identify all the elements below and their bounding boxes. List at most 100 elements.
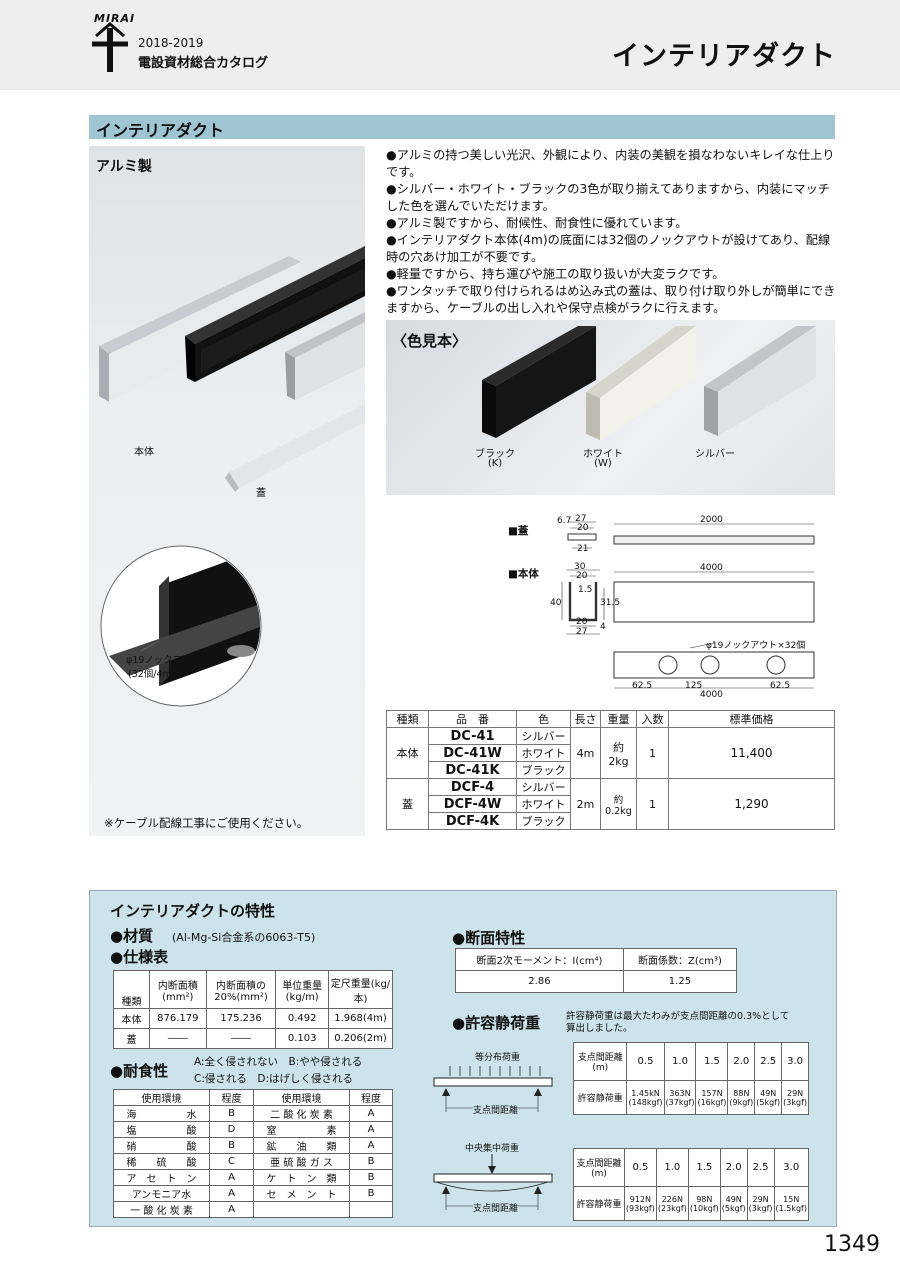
col-degree: 程度 bbox=[349, 1089, 393, 1106]
table-row: 2.86 1.25 bbox=[455, 970, 738, 993]
table-row: DC-41W ホワイト bbox=[387, 744, 835, 762]
load-header: 許容静荷重 bbox=[572, 1080, 628, 1115]
color-sample-title: 〈色見本〉 bbox=[392, 332, 468, 350]
cell: A bbox=[349, 1121, 393, 1138]
table-row: DCF-4W ホワイト bbox=[387, 795, 835, 813]
cell-color: シルバー bbox=[516, 778, 571, 796]
load-cell: 29N(3kgf) bbox=[746, 1186, 775, 1221]
cell-qty: 1 bbox=[636, 778, 669, 830]
cell: ケ ト ン 類 bbox=[253, 1169, 350, 1186]
dim-body-w4: 27 bbox=[576, 627, 588, 637]
load-header: 許容静荷重 bbox=[573, 1186, 625, 1221]
cell: 0.206(2m) bbox=[327, 1028, 394, 1049]
col-part-no: 品 番 bbox=[428, 710, 517, 728]
price-table: 種類 品 番 色 長さ 重量 入数 標準価格 本体 DC-41 シルバー 4m … bbox=[386, 710, 835, 830]
catalog-year: 2018-2019 bbox=[138, 36, 204, 50]
cell: 1.25 bbox=[622, 970, 738, 993]
cell-weight: 約0.2kg bbox=[600, 778, 637, 830]
cell bbox=[349, 1201, 393, 1218]
col-inner-area: 内断面積(mm²) bbox=[149, 970, 207, 1009]
span-label: 支点間距離 bbox=[473, 1201, 519, 1214]
load-heading: ●許容静荷重 bbox=[452, 1014, 541, 1032]
cell: アンモニア水 bbox=[113, 1185, 210, 1202]
cell-part-no: DC-41K bbox=[428, 761, 517, 779]
cell-price: 1,290 bbox=[668, 778, 835, 830]
dim-lid-w1: 27 bbox=[575, 514, 587, 524]
cell-kind: 本体 bbox=[386, 727, 429, 779]
col-standard-weight: 定尺重量(kg/本) bbox=[327, 970, 394, 1009]
col-env: 使用環境 bbox=[253, 1089, 350, 1106]
load-value: 29N bbox=[786, 1088, 804, 1098]
sample-white-label: ホワイト bbox=[583, 449, 623, 460]
load-cell: 226N(23kgf) bbox=[655, 1186, 689, 1221]
feature-bullet: ●アルミ製ですから、耐候性、耐食性に優れています。 bbox=[386, 216, 688, 230]
cell-part-no: DCF-4W bbox=[428, 795, 517, 813]
load-value: 49N bbox=[760, 1088, 777, 1098]
cell: 1.968(4m) bbox=[327, 1008, 394, 1029]
table-row: 蓋 ―― ―― 0.103 0.206(2m) bbox=[113, 1028, 394, 1049]
load-value: 363N bbox=[669, 1088, 691, 1098]
section-title: インテリアダクト bbox=[96, 121, 225, 140]
cell: 0.103 bbox=[275, 1028, 329, 1049]
material-heading: ●材質 bbox=[110, 927, 154, 945]
dim-body-w3: 20 bbox=[576, 617, 588, 627]
center-load-label: 中央集中荷重 bbox=[465, 1144, 520, 1154]
load-cell: 15N(1.5kgf) bbox=[773, 1186, 809, 1221]
cell: A bbox=[209, 1169, 254, 1186]
span-cell: 3.0 bbox=[781, 1042, 809, 1081]
cell-color: ブラック bbox=[516, 761, 571, 779]
cell: 鉱 油 類 bbox=[253, 1137, 350, 1154]
load-cell: 49N(5kgf) bbox=[719, 1186, 748, 1221]
span-cell: 2.0 bbox=[727, 1042, 756, 1081]
feature-bullet: ●インテリアダクト本体(4m)の底面には32個のノックアウトが設けてあり、配線時… bbox=[386, 233, 831, 264]
load-cell: 29N(3kgf) bbox=[781, 1080, 809, 1115]
section-props-table: 断面2次モーメント：I(cm⁴) 断面係数：Z(cm³) 2.86 1.25 bbox=[455, 948, 738, 993]
col-qty: 入数 bbox=[636, 710, 669, 728]
load-value-kgf: (5kgf) bbox=[756, 1097, 781, 1107]
load-value-kgf: (3kgf) bbox=[783, 1097, 807, 1107]
sample-black-code: (K) bbox=[487, 458, 503, 469]
cell: 塩 酸 bbox=[113, 1121, 210, 1138]
cell: 蓋 bbox=[113, 1028, 150, 1049]
dim-pitch: 125 bbox=[685, 681, 703, 691]
mirai-logo-icon bbox=[92, 22, 128, 72]
load-value-kgf: (10kgf) bbox=[689, 1203, 719, 1213]
col-price: 標準価格 bbox=[668, 710, 835, 728]
body-drawing-label: ■本体 bbox=[508, 568, 539, 580]
cell: 海 水 bbox=[113, 1105, 210, 1122]
corrosion-legend: A:全く侵されない B:やや侵される bbox=[194, 1056, 363, 1068]
dim-body-w2: 20 bbox=[576, 571, 588, 581]
load-value: 88N bbox=[733, 1088, 750, 1098]
load-value: 157N bbox=[701, 1088, 723, 1098]
dim-body-bottom: 4 bbox=[600, 622, 606, 632]
page-header bbox=[0, 0, 900, 90]
span-label: 支点間距離 bbox=[473, 1103, 519, 1116]
dim-body-h2: 31.5 bbox=[600, 598, 621, 608]
cell-price: 11,400 bbox=[668, 727, 835, 779]
table-header-row: 使用環境 程度 使用環境 程度 bbox=[113, 1089, 393, 1106]
cell: B bbox=[209, 1105, 254, 1122]
material-label: アルミ製 bbox=[96, 159, 152, 175]
cell: ―― bbox=[205, 1028, 277, 1049]
color-sample-photo bbox=[482, 326, 816, 440]
table-row: 本体 876.179 175.236 0.492 1.968(4m) bbox=[113, 1008, 394, 1029]
load-value-kgf: (23kgf) bbox=[657, 1203, 687, 1213]
dim-lid-w3: 21 bbox=[577, 544, 589, 554]
table-row: 蓋 DCF-4 シルバー 2m 約0.2kg 1 1,290 bbox=[386, 778, 835, 830]
load-value-kgf: (93kgf) bbox=[625, 1203, 655, 1213]
load-cell: 912N(93kgf) bbox=[623, 1186, 657, 1221]
load-value: 912N bbox=[629, 1194, 652, 1204]
cell-qty: 1 bbox=[636, 727, 669, 779]
dimension-drawing bbox=[561, 521, 815, 689]
cell: A bbox=[209, 1185, 254, 1202]
cell-part-no: DC-41W bbox=[428, 744, 517, 762]
cell: A bbox=[209, 1201, 254, 1218]
cell-color: シルバー bbox=[516, 727, 571, 745]
cell: セ メ ン ト bbox=[253, 1185, 350, 1202]
cell-color: ホワイト bbox=[516, 744, 571, 762]
span-cell: 2.5 bbox=[754, 1042, 783, 1081]
feature-bullet: ●アルミの持つ美しい光沢、外観により、内装の美観を損なわないキレイな仕上りです。 bbox=[386, 148, 835, 179]
